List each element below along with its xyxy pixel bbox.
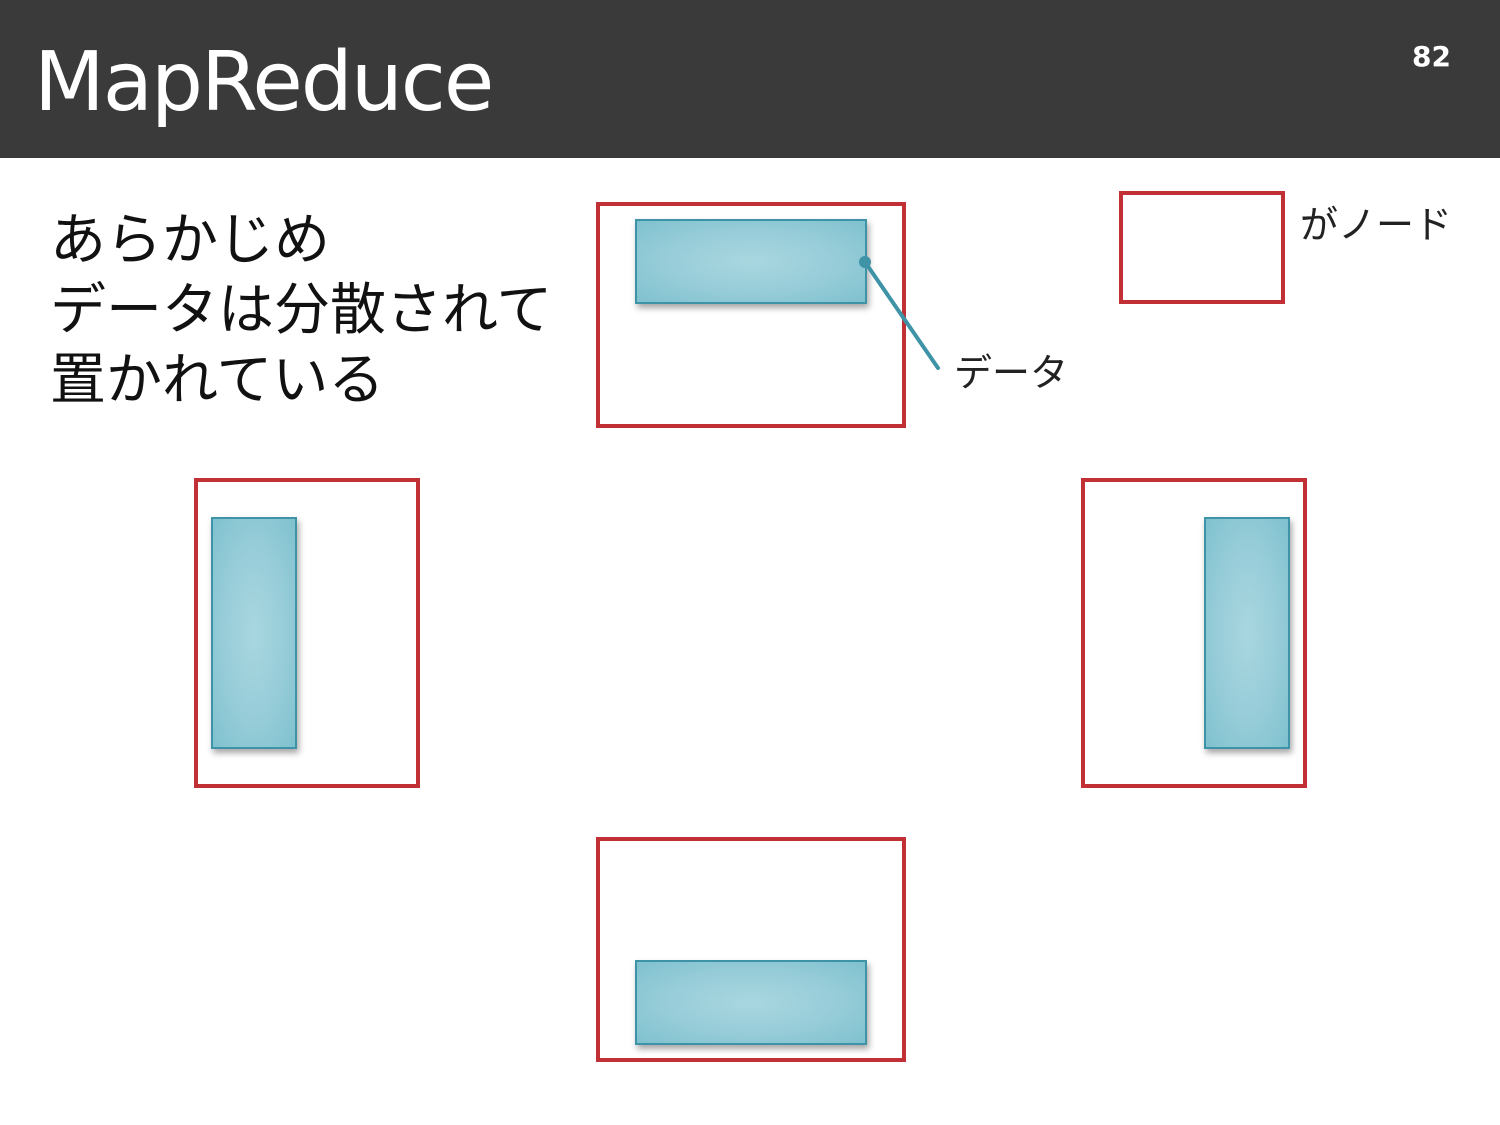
body-line-1: あらかじめ (50, 208, 330, 273)
body-line-3: 置かれている (50, 348, 385, 413)
slide-body-text: あらかじめ データは分散されて 置かれている (50, 206, 552, 416)
legend-node-box (1119, 191, 1285, 304)
data-block-top (635, 219, 867, 304)
data-block-right (1204, 517, 1290, 749)
body-line-2: データは分散されて (50, 278, 553, 343)
callout-label: データ (954, 351, 1069, 395)
page-number: 82 (1412, 40, 1451, 73)
legend-label: がノード (1300, 203, 1453, 247)
slide-title: MapReduce (34, 35, 494, 130)
slide-header: MapReduce 82 (0, 0, 1500, 158)
data-block-bottom (635, 960, 867, 1045)
data-block-left (211, 517, 297, 749)
